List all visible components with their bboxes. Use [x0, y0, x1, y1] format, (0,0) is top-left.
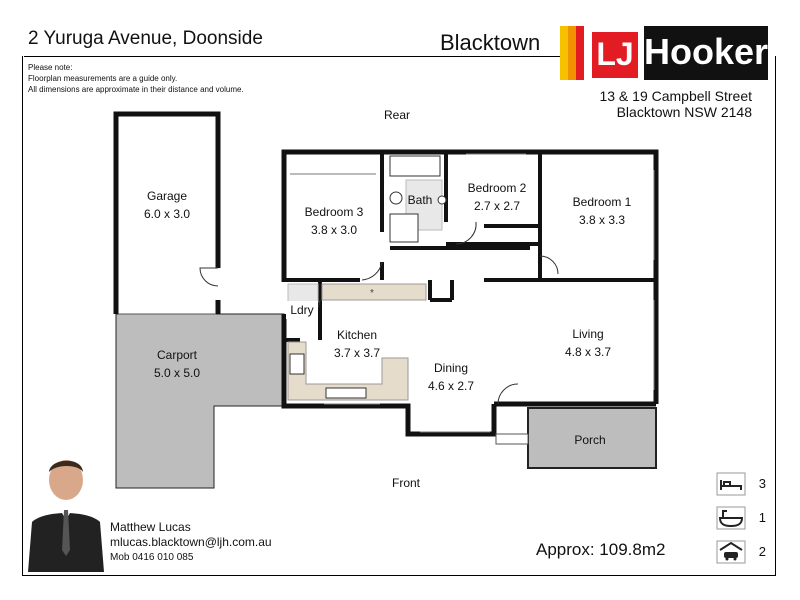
note-line-3: All dimensions are approximate in their …: [28, 85, 244, 94]
basin: [437, 195, 447, 205]
room-name: Bath: [407, 193, 433, 207]
feature-bathrooms: 1: [716, 504, 772, 534]
carport-area: [115, 313, 285, 489]
feature-bedrooms: 3: [716, 470, 772, 500]
logo-hooker: Hooker: [644, 26, 768, 80]
agent-name: Matthew Lucas: [110, 520, 191, 534]
room-dims: 2.7 x 2.7: [473, 199, 521, 213]
office-address-line-2: Blacktown NSW 2148: [616, 104, 752, 120]
logo-stripe-yellow: [560, 26, 568, 80]
room-name: Bedroom 2: [467, 181, 527, 195]
room-name: Porch: [574, 433, 606, 447]
property-address: 2 Yuruga Avenue, Doonside: [28, 28, 263, 49]
office-name: Blacktown: [440, 30, 541, 55]
rear-label: Rear: [384, 108, 411, 122]
room-carport: Carport 5.0 x 5.0: [136, 346, 218, 382]
room-dining: Dining 4.6 x 2.7: [416, 359, 486, 395]
toilet: [389, 191, 403, 205]
room-name: Carport: [156, 348, 197, 362]
room-dims: 3.7 x 3.7: [333, 346, 381, 360]
agent-photo: [24, 450, 106, 572]
garage-walls: [113, 111, 221, 314]
room-bath: Bath: [404, 191, 436, 209]
rangehood-mark: *: [370, 288, 374, 299]
approx-area: Approx: 109.8m2: [536, 540, 666, 559]
feature-legend: 3 1 2: [706, 464, 776, 574]
office-address: 13 & 19 Campbell Street Blacktown NSW 21…: [560, 88, 752, 120]
room-bedroom-1: Bedroom 1 3.8 x 3.3: [560, 193, 644, 229]
cooktop: [289, 353, 305, 375]
room-name: Kitchen: [336, 328, 378, 342]
agency-logo: LJ Hooker: [560, 26, 770, 80]
kitchen-benches: [287, 283, 427, 401]
room-living: Living 4.8 x 3.7: [550, 325, 626, 361]
room-dims: 3.8 x 3.3: [578, 213, 626, 227]
room-name: Dining: [433, 361, 469, 375]
room-laundry: Ldry: [286, 301, 318, 319]
room-kitchen: Kitchen 3.7 x 3.7: [322, 326, 392, 362]
logo-stripe-orange: [568, 26, 576, 80]
room-dims: 6.0 x 3.0: [143, 207, 191, 221]
garage-door-swing: [199, 267, 219, 287]
kitchen-sink: [325, 387, 367, 399]
porch-step: [495, 433, 529, 445]
agent-email[interactable]: mlucas.blacktown@ljh.com.au: [110, 535, 272, 549]
interior-walls: [284, 152, 656, 434]
room-name: Bedroom 3: [304, 205, 364, 219]
logo-lj: LJ: [592, 32, 638, 78]
room-dims: 4.8 x 3.7: [564, 345, 612, 359]
room-name: Bedroom 1: [572, 195, 632, 209]
page-frame: [22, 56, 776, 576]
room-name: Ldry: [290, 303, 314, 317]
room-name: Garage: [146, 189, 188, 203]
logo-stripe-red: [576, 26, 584, 80]
agent-mobile: Mob 0416 010 085: [110, 552, 194, 563]
room-porch: Porch: [560, 431, 620, 449]
porch-area: [527, 407, 657, 469]
feature-parking: 2: [716, 538, 772, 568]
room-bedroom-2: Bedroom 2 2.7 x 2.7: [456, 179, 538, 215]
front-label: Front: [392, 476, 421, 490]
laundry-tiles: [287, 283, 319, 303]
office-address-line-1: 13 & 19 Campbell Street: [599, 88, 752, 104]
room-dims: 4.6 x 2.7: [427, 379, 475, 393]
bedroom-count: 3: [758, 476, 766, 491]
room-dims: 3.8 x 3.0: [310, 223, 358, 237]
bath-tub: [389, 155, 441, 177]
note-line-2: Floorplan measurements are a guide only.: [28, 74, 178, 83]
room-dims: 5.0 x 5.0: [153, 366, 201, 380]
room-garage: Garage 6.0 x 3.0: [126, 187, 208, 223]
note-line-1: Please note:: [28, 63, 73, 72]
disclaimer-note: Please note: Floorplan measurements are …: [28, 62, 244, 95]
shower: [389, 213, 419, 243]
header-divider: [24, 56, 584, 57]
room-bedroom-3: Bedroom 3 3.8 x 3.0: [292, 203, 376, 239]
room-name: Living: [572, 327, 604, 341]
windows: [290, 153, 655, 433]
parking-count: 2: [758, 544, 766, 559]
bathroom-count: 1: [758, 510, 766, 525]
agent-info: Matthew Lucas mlucas.blacktown@ljh.com.a…: [110, 520, 272, 565]
